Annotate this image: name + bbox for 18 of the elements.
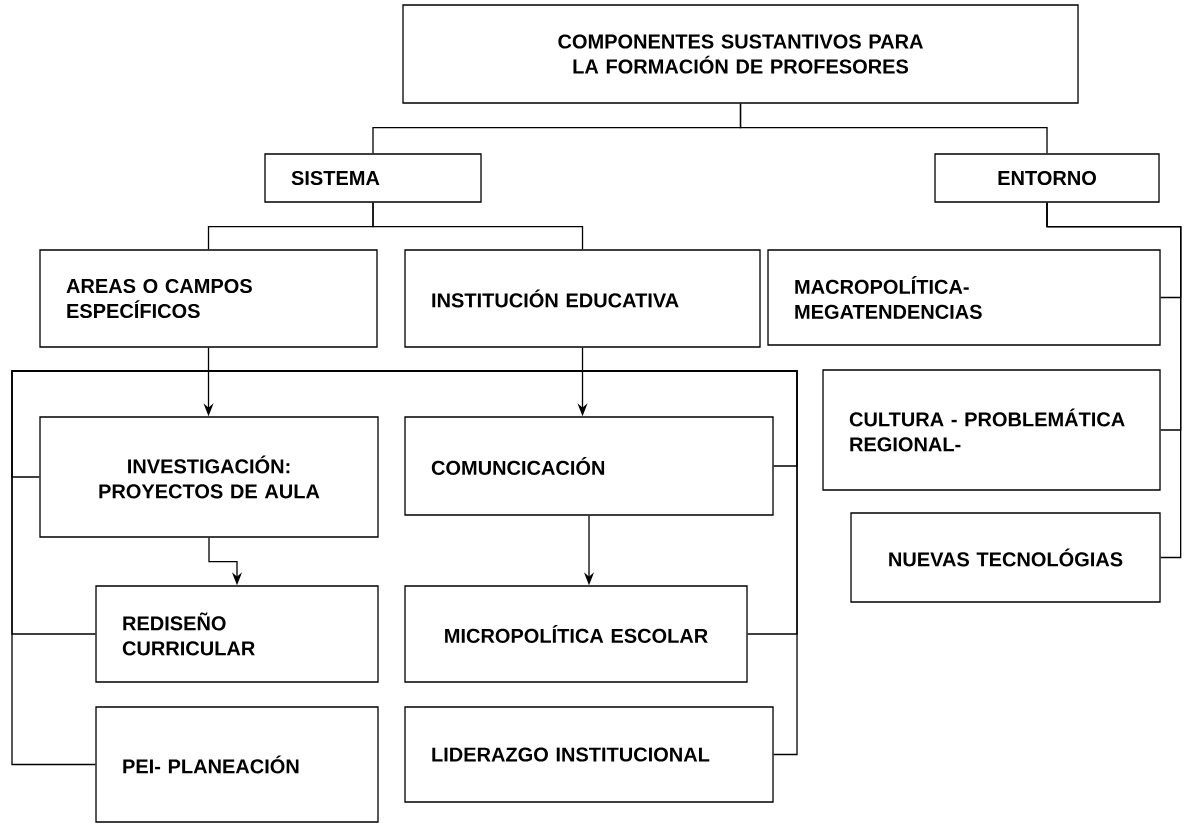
concept-box: SISTEMA (264, 153, 482, 203)
concept-box: NUEVAS TECNOLÓGIAS (850, 512, 1161, 603)
concept-box: CULTURA - PROBLEMÁTICA REGIONAL- (822, 369, 1161, 491)
connector-line (739, 103, 1048, 154)
connector-line (372, 202, 584, 250)
concept-box: LIDERAZGO INSTITUCIONAL (404, 706, 774, 803)
concept-box: REDISEÑO CURRICULAR (95, 585, 379, 683)
concept-box: COMPONENTES SUSTANTIVOS PARA LA FORMACIÓN DE PROFESORES (402, 4, 1079, 104)
connector-line (1046, 202, 1182, 559)
concept-box: MICROPOLÍTICA ESCOLAR (404, 585, 748, 683)
concept-box: COMUNCICACIÓN (404, 416, 774, 516)
concept-box: INVESTIGACIÓN: PROYECTOS DE AULA (39, 416, 379, 538)
concept-box: PEI- PLANEACIÓN (95, 706, 379, 823)
concept-box: INSTITUCIÓN EDUCATIVA (404, 249, 761, 348)
concept-box: ENTORNO (934, 153, 1160, 203)
connector-line (11, 370, 798, 766)
concept-box: MACROPOLÍTICA- MEGATENDENCIAS (767, 249, 1161, 346)
concept-box: AREAS O CAMPOS ESPECÍFICOS (39, 249, 378, 348)
